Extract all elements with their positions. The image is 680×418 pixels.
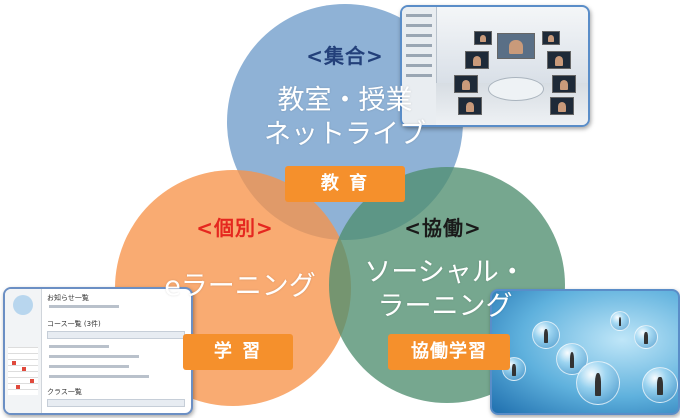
person-bubble [642,367,678,403]
classroom-table [488,77,544,101]
table-header [47,331,185,339]
course-list-heading: コース一覧 (3件) [47,320,101,328]
class-list-heading: クラス一覧 [47,388,82,396]
avatar [13,295,33,315]
table-header [47,399,185,407]
individual-label: eラーニング [164,271,316,302]
collaborative-learning-badge: 協働学習 [388,334,510,370]
education-badge: 教 育 [285,166,405,202]
calendar [8,347,38,395]
lms-sidebar [5,289,42,413]
teacher-video [497,33,535,59]
person-bubble [610,311,630,331]
text-line [49,305,119,308]
elearning-screenshot: お知らせ一覧 コース一覧 (3件) クラス一覧 [3,287,193,415]
person-bubble [634,325,658,349]
notice-heading: お知らせ一覧 [47,294,89,302]
person-bubble [532,321,560,349]
student-video [454,75,478,93]
table-row [49,365,129,368]
table-row [49,355,139,358]
table-row [49,345,109,348]
collaborative-label-line1: ソーシャル・ [364,257,526,288]
collective-heading: <集合> [306,44,384,68]
virtual-classroom-screenshot [400,5,590,127]
student-video [465,51,489,69]
collaborative-label-line2: ラーニング [377,291,513,322]
collective-label-line1: 教室・授業 [277,85,413,116]
student-video [552,75,576,93]
collaborative-heading: <協働> [404,216,482,240]
person-bubble [576,361,620,405]
learning-badge: 学 習 [183,334,293,370]
collective-label-line2: ネットライブ [264,119,426,150]
social-learning-image [490,289,680,415]
student-video [547,51,571,69]
student-video [474,31,492,45]
individual-heading: <個別> [196,216,274,240]
student-video [550,97,574,115]
student-video [542,31,560,45]
table-row [49,375,149,378]
student-video [458,97,482,115]
classroom-sidebar [402,7,437,125]
